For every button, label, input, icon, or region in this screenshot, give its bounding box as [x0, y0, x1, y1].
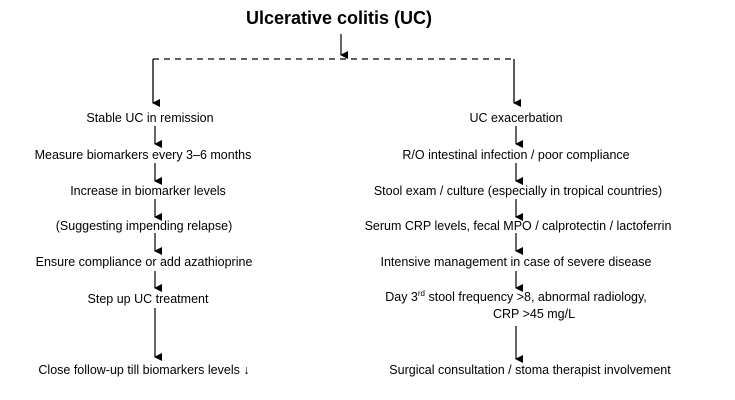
right-step-uc-exacerbation: UC exacerbation [469, 111, 563, 125]
day3-superscript: rd [417, 289, 425, 298]
left-step-ensure-compliance: Ensure compliance or add azathioprine [35, 255, 253, 269]
left-step-impending-relapse: (Suggesting impending relapse) [55, 219, 233, 233]
right-step-surgical-consultation: Surgical consultation / stoma therapist … [389, 363, 671, 377]
right-step-rule-out-infection: R/O intestinal infection / poor complian… [402, 148, 630, 162]
right-step-intensive-management: Intensive management in case of severe d… [380, 255, 652, 269]
right-step-serum-crp: Serum CRP levels, fecal MPO / calprotect… [364, 219, 672, 233]
day3-suffix: stool frequency >8, abnormal radiology, [425, 290, 647, 304]
left-step-close-follow-up: Close follow-up till biomarkers levels ↓ [38, 363, 250, 377]
left-step-step-up-treatment: Step up UC treatment [87, 292, 209, 306]
right-step-stool-exam: Stool exam / culture (especially in trop… [373, 184, 663, 198]
left-step-measure-biomarkers: Measure biomarkers every 3–6 months [34, 148, 252, 162]
diagram-title: Ulcerative colitis (UC) [245, 8, 433, 28]
left-step-biomarker-increase: Increase in biomarker levels [70, 184, 226, 198]
right-step-day3-criteria: Day 3rd stool frequency >8, abnormal rad… [385, 290, 647, 305]
day3-prefix: Day 3 [385, 290, 418, 304]
right-step-crp-threshold: CRP >45 mg/L [492, 307, 576, 321]
left-step-stable-remission: Stable UC in remission [86, 111, 214, 125]
